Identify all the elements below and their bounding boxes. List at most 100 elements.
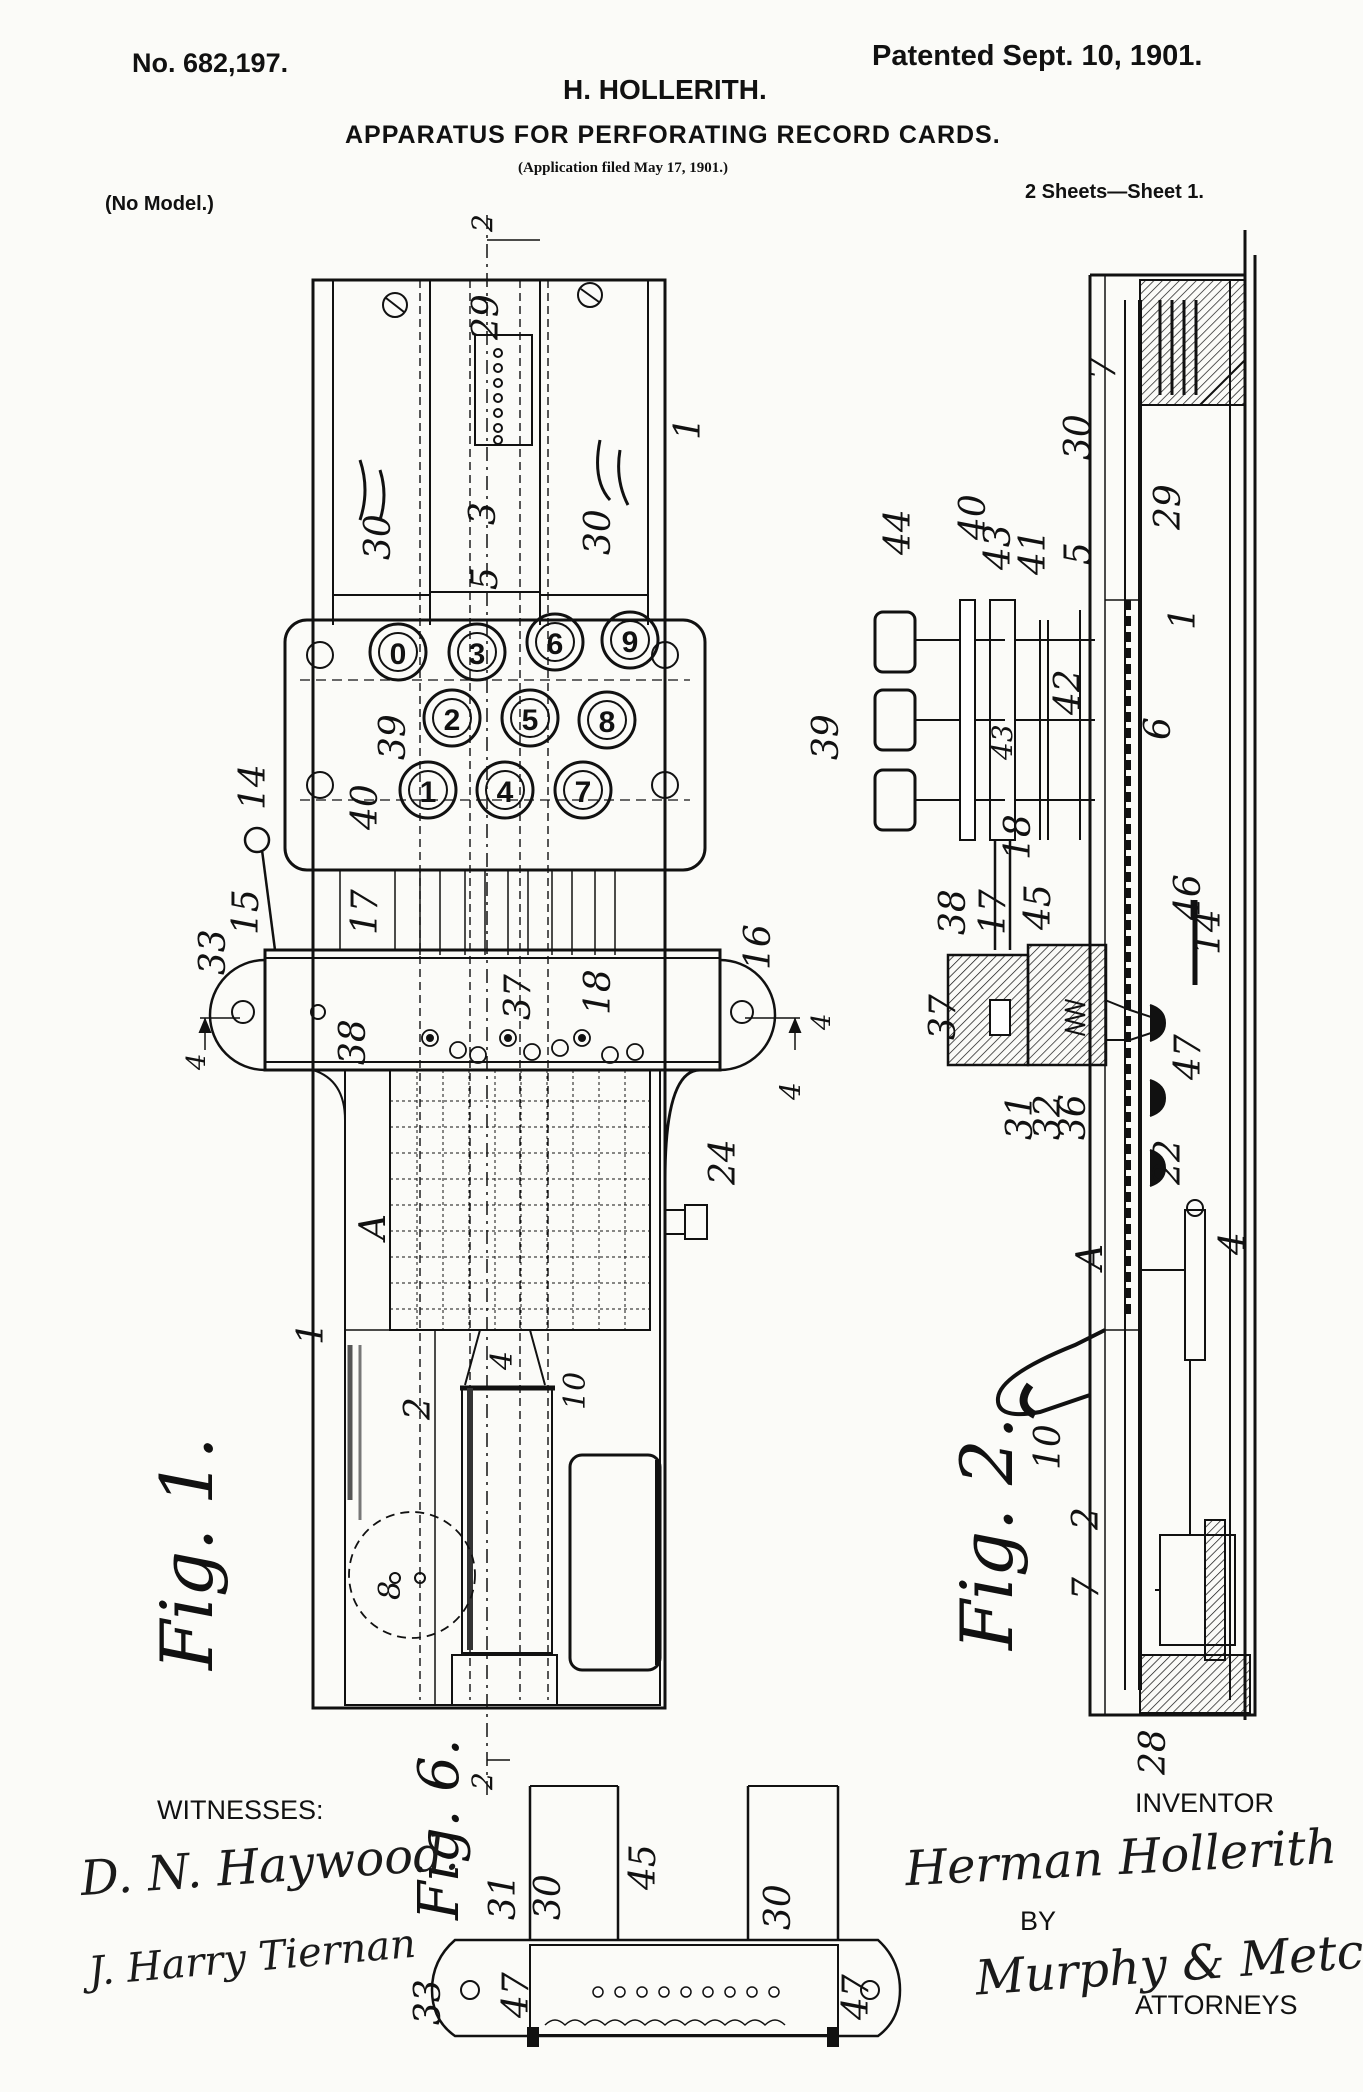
fig6-label: Fig. 6. (407, 1738, 472, 1921)
fig6-reference-numerals: 30 45 30 31 33 47 47 (408, 1844, 877, 2025)
svg-text:7: 7 (1066, 1577, 1107, 1600)
svg-text:2: 2 (466, 214, 499, 233)
svg-text:2: 2 (466, 1772, 499, 1791)
svg-text:33: 33 (193, 929, 234, 975)
svg-text:41: 41 (1013, 529, 1054, 576)
fig2-label: Fig. 2. (945, 1416, 1029, 1652)
svg-text:29: 29 (1148, 484, 1189, 531)
key-5: 5 (500, 688, 560, 748)
svg-text:10: 10 (558, 1372, 593, 1410)
key-2: 2 (422, 688, 482, 748)
svg-text:31: 31 (483, 1874, 524, 1920)
svg-text:30: 30 (758, 1884, 799, 1930)
key-label: 0 (390, 638, 407, 671)
key-label: 9 (622, 626, 639, 659)
svg-text:30: 30 (358, 514, 399, 560)
svg-text:33: 33 (408, 1979, 449, 2025)
svg-text:42: 42 (1048, 669, 1089, 716)
svg-text:30: 30 (1058, 414, 1099, 460)
svg-text:4: 4 (485, 1351, 520, 1371)
key-label: 5 (522, 704, 539, 737)
svg-text:40: 40 (345, 784, 386, 831)
svg-text:5: 5 (1058, 542, 1099, 565)
fig1-reference-numerals: 2 29 1 30 3 5 30 39 14 40 15 17 33 38 37… (193, 214, 807, 1791)
key-7: 7 (553, 760, 613, 820)
svg-text:36: 36 (1053, 1094, 1094, 1140)
svg-text:4: 4 (774, 1082, 807, 1101)
inventor-name: H. HOLLERITH. (563, 74, 767, 105)
svg-text:17: 17 (973, 889, 1014, 935)
sheet-info: 2 Sheets—Sheet 1. (1025, 181, 1204, 203)
key-0: 0 (368, 622, 428, 682)
application-filed-note: (Application filed May 17, 1901.) (518, 160, 728, 176)
svg-text:1: 1 (668, 417, 709, 440)
svg-text:2: 2 (398, 1397, 439, 1421)
patent-number: No. 682,197. (132, 48, 289, 78)
svg-text:18: 18 (998, 814, 1039, 860)
svg-text:24: 24 (703, 1139, 744, 1186)
svg-text:28: 28 (1133, 1729, 1174, 1776)
svg-text:47: 47 (496, 1972, 537, 2019)
svg-text:2: 2 (1066, 1507, 1107, 1531)
key-label: 6 (547, 628, 564, 661)
fig2-drawing (873, 230, 1257, 1720)
attorneys-label: ATTORNEYS (1135, 1990, 1298, 2020)
fig2-reference-numerals: 7 30 29 44 40 43 41 5 1 39 42 6 43 18 38… (806, 357, 1254, 1776)
svg-text:37: 37 (498, 974, 539, 1020)
svg-text:15: 15 (226, 889, 267, 935)
inventor-label: INVENTOR (1135, 1788, 1275, 1818)
svg-text:A: A (1070, 1244, 1111, 1273)
key-4: 4 (475, 760, 535, 820)
svg-text:45: 45 (623, 1844, 664, 1891)
svg-text:A: A (353, 1214, 394, 1243)
svg-text:38: 38 (933, 889, 974, 935)
fig1-label: Fig. 1. (145, 1436, 229, 1672)
svg-text:31: 31 (1000, 1094, 1041, 1140)
svg-text:14: 14 (233, 764, 274, 810)
svg-text:8: 8 (373, 1581, 408, 1600)
svg-text:44: 44 (878, 509, 919, 556)
svg-text:4: 4 (1213, 1232, 1254, 1256)
svg-text:30: 30 (528, 1874, 569, 1920)
keypad: 0 3 6 9 2 5 8 1 4 7 (368, 610, 660, 820)
svg-text:45: 45 (1018, 884, 1059, 931)
svg-text:17: 17 (345, 889, 386, 935)
svg-text:22: 22 (1148, 1139, 1189, 1186)
model-note: (No Model.) (105, 193, 214, 215)
svg-text:30: 30 (578, 509, 619, 555)
key-6: 6 (525, 612, 585, 672)
key-label: 8 (599, 706, 616, 739)
svg-text:16: 16 (738, 924, 779, 970)
section-mark: 4 (807, 1013, 837, 1031)
key-label: 7 (575, 776, 592, 809)
svg-text:47: 47 (1168, 1034, 1209, 1081)
patent-title: APPARATUS FOR PERFORATING RECORD CARDS. (345, 121, 1001, 149)
key-9: 9 (600, 610, 660, 670)
svg-text:43: 43 (978, 524, 1019, 571)
svg-text:43: 43 (986, 724, 1019, 761)
svg-text:5: 5 (465, 567, 506, 590)
by-label: BY (1020, 1906, 1057, 1936)
svg-text:47: 47 (836, 1974, 877, 2021)
svg-text:3: 3 (463, 502, 504, 525)
key-label: 3 (469, 638, 486, 671)
svg-text:38: 38 (333, 1019, 374, 1065)
svg-text:29: 29 (466, 294, 507, 341)
key-label: 2 (444, 704, 461, 737)
svg-text:39: 39 (373, 714, 414, 760)
witnesses-label: WITNESSES: (157, 1795, 324, 1825)
fig6-drawing (430, 1785, 902, 2047)
fig1-drawing (198, 215, 802, 1800)
key-stems-side (873, 599, 1095, 841)
key-8: 8 (577, 690, 637, 750)
svg-text:1: 1 (1163, 607, 1204, 630)
svg-text:14: 14 (1188, 909, 1229, 955)
svg-text:39: 39 (806, 714, 847, 760)
svg-text:7: 7 (1083, 357, 1124, 380)
svg-text:46: 46 (1168, 874, 1209, 921)
section-mark: 4 (182, 1053, 212, 1071)
svg-text:6: 6 (1138, 717, 1179, 740)
svg-text:37: 37 (923, 994, 964, 1040)
